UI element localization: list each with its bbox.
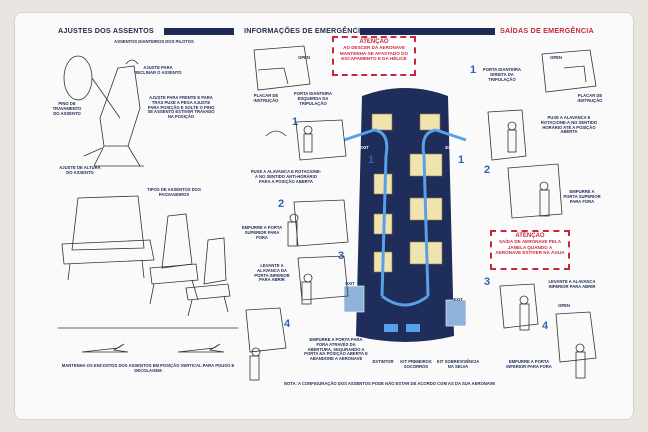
right-door-label: PORTA DIANTEIRA DIREITA DA TRIPULAÇÃO [482, 67, 522, 82]
step-number: 2 [278, 198, 285, 210]
left-step1-figure [265, 119, 347, 161]
takeoff-label: MANTENHA OS ENCOSTOS DOS ASSENTOS EM POS… [61, 363, 235, 373]
pilot-seat-right [419, 113, 441, 131]
right-step4-figure [555, 311, 597, 379]
recline-label: AJUSTE PARA RECLINAR O ASSENTO [134, 65, 182, 75]
warning-water-title: ATENÇÃO [515, 233, 545, 239]
right-step2-figure [507, 163, 563, 219]
left-pull-handle-label: PUXE A ALAVANCA E ROTACIONE-A NO SENTIDO… [250, 169, 322, 184]
passenger-seats-figure [61, 195, 231, 317]
pilot-seat-figure [63, 55, 144, 167]
emergency-section-title: INFORMAÇÕES DE EMERGÊNCIA [244, 26, 366, 35]
emergency-title-bar [360, 28, 495, 35]
right-pull-handle-label: PUXE A ALAVANCA E ROTACIONE-A NO SENTIDO… [540, 115, 598, 135]
warning-exhaust-text: AO DESCER DA AERONAVE MANTENHA-SE AFASTA… [339, 45, 409, 61]
exit-label-front-left: EXIT [359, 145, 369, 150]
left-open-label-1: OPEN [298, 55, 310, 60]
height-label: AJUSTE DE ALTURA DO ASSENTO [59, 165, 101, 175]
warning-water: ATENÇÃO SAÍDA DE AERONAVE PELA JANELA QU… [490, 230, 570, 270]
right-step1-figure [487, 109, 527, 161]
exits-title: SAÍDAS DE EMERGÊNCIA [500, 26, 594, 35]
left-push-door-label: EMPURRE A PORTA SUPERIOR PARA FORA [241, 225, 283, 240]
seats-title-bar [164, 28, 234, 35]
exit-label-rear-left: EXIT [345, 281, 355, 286]
first-aid-marker [406, 324, 420, 332]
exit-path-rear [381, 294, 429, 307]
legend-extinguisher: EXTINTOR [372, 359, 394, 364]
right-door-plate-figure [541, 49, 597, 93]
step-number: 3 [484, 276, 491, 288]
cabin-diagram [343, 88, 467, 342]
footer-note: NOTA: A CONFIGURAÇÃO DOS ASSENTOS PODE N… [284, 381, 496, 386]
exit-label-front-right: EXIT [445, 145, 455, 150]
right-step3-figure [499, 283, 539, 331]
left-step4-figure [245, 307, 287, 381]
legend-first-aid: KIT PRIMEIROS SOCORROS [400, 359, 432, 369]
legend-survival-kit: KIT SOBREVIVÊNCIA NA SELVA [436, 359, 480, 369]
exit-path-left [373, 128, 389, 297]
passenger-seat-1 [409, 153, 443, 177]
left-instruction-plate-label: PLACAR DE INSTRUÇÃO [253, 93, 279, 103]
safety-card: AJUSTES DOS ASSENTOS INFORMAÇÕES DE EMER… [14, 12, 634, 420]
right-open-label-1: OPEN [550, 55, 562, 60]
pilot-seats-label: ASSENTOS DIANTEIROS DOS PILOTOS [114, 39, 194, 44]
cabin-floor [356, 88, 454, 342]
right-push-door-label: EMPURRE A PORTA SUPERIOR PARA FORA [563, 189, 601, 204]
left-door-label: PORTA DIANTEIRA ESQUERDA DA TRIPULAÇÃO [293, 91, 333, 106]
exit-arrow-right [435, 128, 467, 142]
passenger-seats-label: TIPOS DE ASSENTOS DOS PASSAGEIROS [147, 187, 201, 197]
warning-exhaust-title: ATENÇÃO [359, 39, 389, 45]
extinguisher-marker [384, 324, 398, 332]
left-door-plate-figure [253, 45, 311, 91]
pin-label: PINO DE TRAVAMENTO DO ASSENTO [52, 101, 82, 116]
pilot-seat-left [371, 113, 393, 131]
fore-aft-label: AJUSTE PARA FRENTE E PARA TRÁS PUXE A PE… [147, 95, 215, 120]
left-step2-figure [287, 199, 349, 247]
step-number: 4 [284, 318, 291, 330]
rear-window-right [445, 299, 467, 327]
seats-section-title: AJUSTES DOS ASSENTOS [58, 26, 154, 35]
warning-exhaust: ATENÇÃO AO DESCER DA AERONAVE MANTENHA-S… [332, 36, 416, 76]
step-number: 4 [542, 320, 549, 332]
left-lift-handle-label: LEVANTE A ALAVANCA DA PORTA INFERIOR PAR… [254, 263, 290, 283]
exit-arrow-left [343, 128, 375, 142]
right-lift-handle-label: LEVANTE A ALAVANCA INFERIOR PARA ABRIR [548, 279, 596, 289]
right-push-lower-label: EMPURRE A PORTA INFERIOR PARA FORA [506, 359, 552, 369]
step-number: 1 [470, 64, 477, 76]
rear-window-left [343, 285, 365, 313]
step-number: 1 [458, 154, 465, 166]
step-number: 2 [484, 164, 491, 176]
right-open-label-2: OPEN [558, 303, 570, 308]
aircraft-silhouettes [58, 327, 238, 353]
exit-label-rear-right: EXIT [453, 297, 463, 302]
passenger-seat-2 [373, 173, 393, 195]
step-number: 1 [292, 116, 299, 128]
right-instruction-plate-label: PLACAR DE INSTRUÇÃO [577, 93, 603, 103]
left-step3-figure [297, 255, 349, 305]
left-push-lower-label: EMPURRE A PORTA PARA FORA ATRAVÉS DA ABE… [304, 337, 368, 362]
step-number: 1 [368, 154, 375, 166]
exit-path-right [421, 128, 437, 297]
warning-water-text: SAÍDA DE AERONAVE PELA JANELA QUANDO A A… [495, 239, 565, 255]
